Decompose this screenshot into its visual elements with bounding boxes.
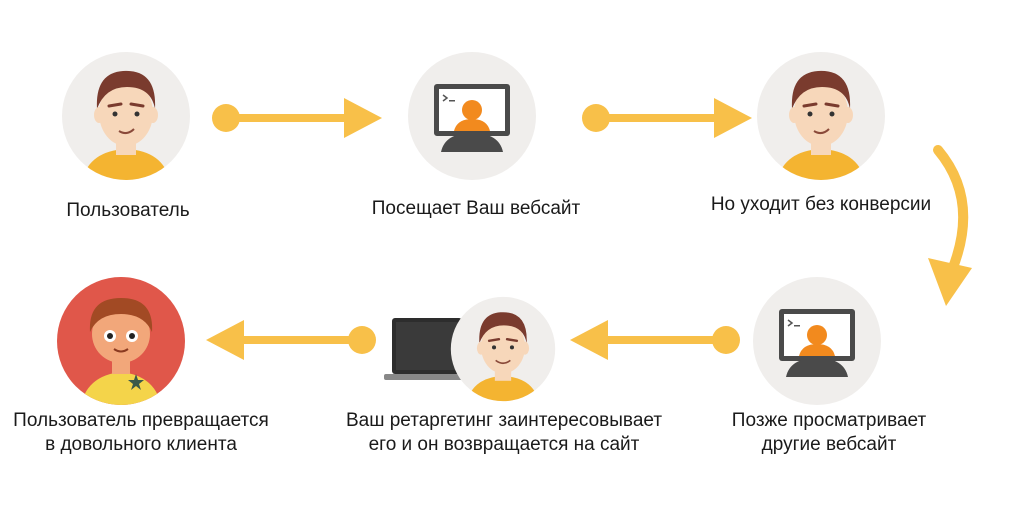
laptop-icon — [384, 318, 470, 380]
laptop-user-icon — [450, 296, 556, 402]
happy-customer-icon — [57, 277, 185, 405]
step-label: Посещает Ваш вебсайт — [371, 198, 581, 219]
step-label: Но уходит без конверсии — [710, 194, 932, 215]
website-visitor-icon — [753, 277, 881, 405]
user-icon — [757, 52, 885, 180]
step-label: Пользователь — [66, 200, 190, 221]
step-label: Позже просматривает другие вебсайт — [731, 410, 927, 455]
arrow-left-2 — [206, 320, 376, 360]
step-label: Пользователь превращается в довольного к… — [13, 410, 269, 455]
step-label: Ваш ретаргетинг заинтересовывает его и о… — [345, 410, 663, 455]
arrow-right-1 — [212, 98, 382, 138]
arrow-right-2 — [582, 98, 752, 138]
arrow-left-1 — [570, 320, 740, 360]
arrow-curve-down — [928, 145, 972, 306]
user-icon — [62, 52, 190, 180]
website-visitor-icon — [408, 52, 536, 180]
